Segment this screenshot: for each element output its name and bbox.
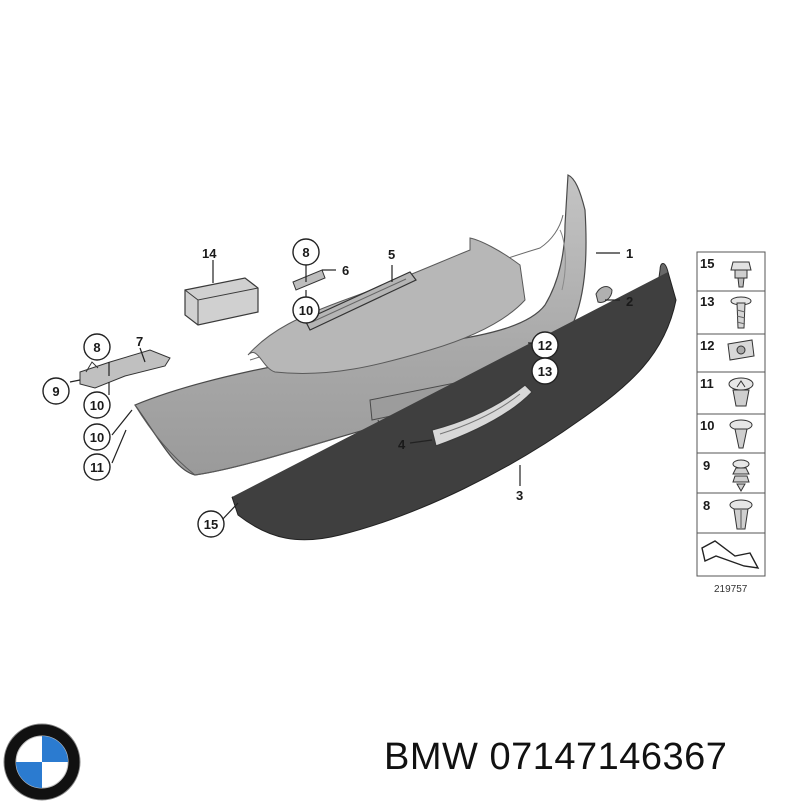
bolt-icon xyxy=(730,296,752,329)
side-bracket xyxy=(79,349,171,389)
spreader-rivet-icon xyxy=(729,499,753,530)
circled-callout-11: 11 xyxy=(83,453,111,481)
circled-callout-9: 9 xyxy=(42,377,70,405)
circled-callout-8b: 8 xyxy=(83,333,111,361)
circled-callout-13: 13 xyxy=(531,357,559,385)
circled-callout-15: 15 xyxy=(197,510,225,538)
fir-tree-clip-icon xyxy=(732,459,750,493)
panel-label-15: 15 xyxy=(700,256,714,271)
panel-label-13: 13 xyxy=(700,294,714,309)
mounting-strip xyxy=(304,271,417,331)
callout-14: 14 xyxy=(202,246,217,261)
circled-callout-10b: 10 xyxy=(83,391,111,419)
impact-absorber xyxy=(184,277,259,326)
callout-6: 6 xyxy=(342,263,349,278)
footer-brand: BMW xyxy=(384,736,479,778)
callout-1: 1 xyxy=(626,246,633,261)
callout-3: 3 xyxy=(516,488,523,503)
callout-9: 9 xyxy=(52,384,59,399)
side-reflector xyxy=(595,286,613,303)
diagram-number: 219757 xyxy=(714,584,748,595)
arrow-icon xyxy=(701,540,760,569)
panel-label-12: 12 xyxy=(700,338,714,353)
callout-8: 8 xyxy=(93,340,100,355)
callout-10: 10 xyxy=(299,303,313,318)
fastener-panel: 15 13 12 11 10 9 8 xyxy=(696,251,766,595)
lower-trim xyxy=(231,263,677,541)
panel-label-9: 9 xyxy=(703,458,710,473)
panel-label-8: 8 xyxy=(703,498,710,513)
grommet-screw-icon xyxy=(730,261,752,288)
callout-12: 12 xyxy=(538,338,552,353)
callout-2: 2 xyxy=(626,294,633,309)
circled-callout-8a: 8 xyxy=(292,238,320,266)
clip-bracket xyxy=(292,269,326,291)
callout-4: 4 xyxy=(398,437,406,452)
footer-part-number: 07147146367 xyxy=(489,736,728,778)
callout-10: 10 xyxy=(90,398,104,413)
circled-callout-12: 12 xyxy=(531,331,559,359)
panel-label-10: 10 xyxy=(700,418,714,433)
circled-callout-10c: 10 xyxy=(83,423,111,451)
footer-caption: BMW 07147146367 xyxy=(384,736,727,779)
callout-7: 7 xyxy=(136,334,143,349)
panel-label-11: 11 xyxy=(700,376,714,391)
expanding-rivet-icon xyxy=(728,377,754,407)
callout-10: 10 xyxy=(90,430,104,445)
clip-nut-icon xyxy=(727,339,755,361)
callout-8: 8 xyxy=(302,245,309,260)
push-clip-icon xyxy=(729,419,753,449)
bmw-logo xyxy=(3,723,81,801)
circled-callout-10a: 10 xyxy=(292,296,320,324)
leader-lines xyxy=(69,252,620,523)
callout-13: 13 xyxy=(538,364,552,379)
callout-15: 15 xyxy=(204,517,218,532)
callout-11: 11 xyxy=(90,460,104,475)
reflector-trim xyxy=(431,384,533,447)
callout-5: 5 xyxy=(388,247,395,262)
